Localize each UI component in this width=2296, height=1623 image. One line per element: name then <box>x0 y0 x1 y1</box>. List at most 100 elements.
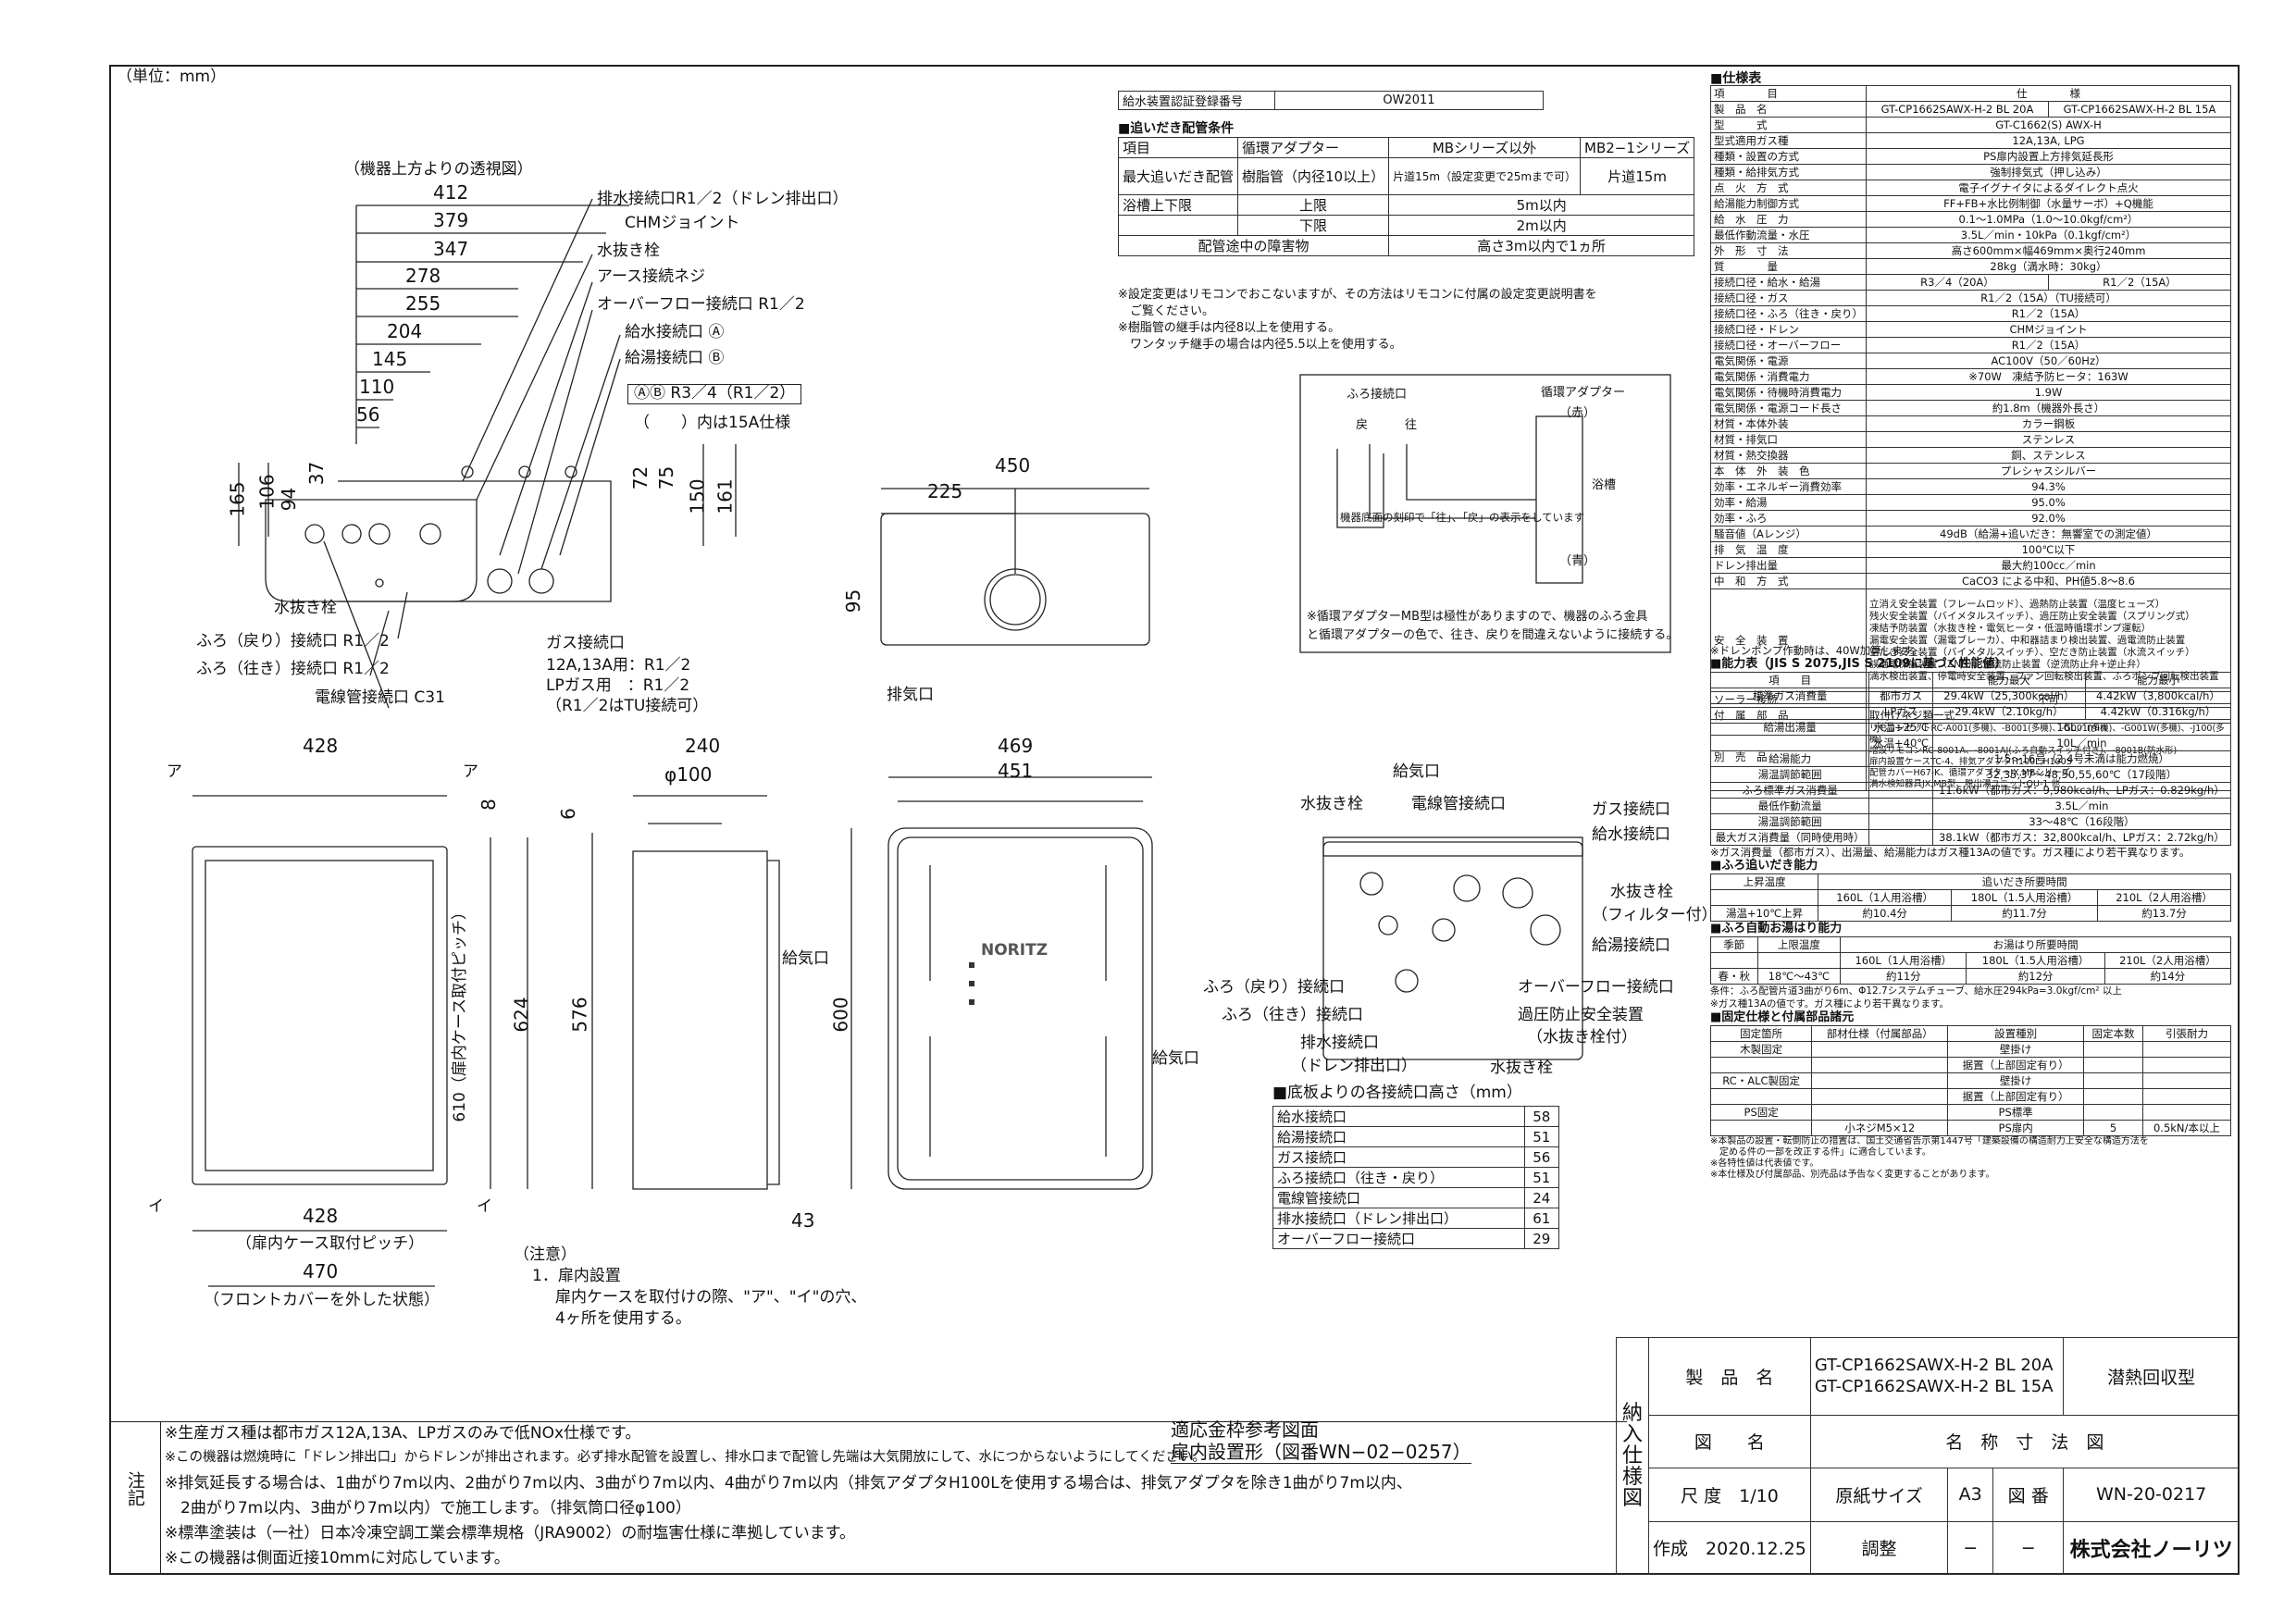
spec-item: 接続口径・ドレン <box>1710 321 1867 338</box>
section-cell: 標準ガス消費量 <box>1709 688 1870 704</box>
side-char: 仕 <box>1621 1443 1643 1468</box>
adapter-circ: 循環アダプター <box>1541 386 1626 400</box>
bv-filter: （フィルター付） <box>1592 906 1718 924</box>
dim-72: 72 <box>629 465 652 490</box>
ref-line: 扉内設置形（図番WN−02−0257） <box>1171 1441 1471 1464</box>
section-cell: 項 目 <box>1709 672 1870 688</box>
adapter-tub: 浴槽 <box>1592 478 1617 492</box>
spec-item: 電気関係・待機時消費電力 <box>1710 384 1867 401</box>
section-cell: 水温+40℃ <box>1868 735 1933 751</box>
side-char: 入 <box>1621 1422 1643 1446</box>
section-cell: 約13.7分 <box>2097 905 2231 922</box>
piping-cell: 2m以内 <box>1388 215 1695 236</box>
section-cell: 4.42kW（3,800kcal/h） <box>2084 688 2232 704</box>
dim-110: 110 <box>359 376 395 398</box>
piping-note: ※設定変更はリモコンでおこないますが、その方法はリモコンに付属の設定変更説明書を <box>1118 288 1597 302</box>
gas-connection-label: ガス接続口 <box>546 634 625 652</box>
section-text: 条件：ふろ配管片道3曲がり6m、Φ12.7システムチューブ、給水圧294kPa=… <box>1710 985 2122 997</box>
hole-i-right: イ <box>477 1197 492 1216</box>
spec-item: 電気関係・消費電力 <box>1710 368 1867 385</box>
section-text: ※本仕様及び付属部品、別売品は予告なく変更することがあります。 <box>1710 1170 1995 1180</box>
section-cell <box>1868 672 1933 688</box>
piping-head: 循環アダプター <box>1237 137 1390 158</box>
gas-line-1: 12A,13A用：R1／2 <box>546 656 691 675</box>
section-cell: 210L（2人用浴槽） <box>2097 889 2231 906</box>
dim-75: 75 <box>655 465 678 490</box>
notes-mid-title: （注意） <box>514 1245 577 1264</box>
heights-value: 61 <box>1523 1208 1560 1229</box>
section-cell: 16L／min <box>1931 719 2232 736</box>
dim-95: 95 <box>842 588 865 613</box>
section-cell <box>2141 1057 2232 1073</box>
dim-145: 145 <box>372 348 408 370</box>
product-names: GT-CP1662SAWX-H-2 BL 20A GT-CP1662SAWX-H… <box>1809 1337 2065 1416</box>
spec-item: 騒音値（Aレンジ） <box>1710 526 1867 542</box>
section-text: 定める件の一部を改正する件」に適合しています。 <box>1710 1147 1931 1158</box>
dim-428-bottom: 428 <box>303 1205 339 1227</box>
made-date: 2020.12.25 <box>1706 1539 1806 1560</box>
table-row: 本 体 外 装 色プレシャスシルバー <box>1710 463 2231 479</box>
dim-225: 225 <box>927 480 963 502</box>
piping-cell: 樹脂管（内径10以上） <box>1237 157 1390 195</box>
spec-item: 電気関係・電源 <box>1710 353 1867 369</box>
hole-i-left: イ <box>148 1197 164 1216</box>
table-row: 電気関係・電源コード長さ約1.8m（機器外長さ） <box>1710 400 2231 416</box>
dim-240: 240 <box>685 735 721 757</box>
piping-head: MBシリーズ以外 <box>1388 137 1582 158</box>
safety-item: 漏電安全装置（漏電ブレーカ）、中和器詰まり検出装置、過電流防止装置 <box>1869 634 2186 646</box>
note-line: ※この機器は側面近接10mmに対応しています。 <box>165 1549 510 1567</box>
spec-value: FF+FB+水比例制御（水量サーボ）+Q機能 <box>1866 195 2231 212</box>
section-cell: 上昇温度 <box>1709 873 1819 890</box>
spec-item: 電気関係・電源コード長さ <box>1710 400 1867 416</box>
bv-gas: ガス接続口 <box>1592 800 1670 819</box>
note-line: ※生産ガス種は都市ガス12A,13A、LPガスのみで低NOx仕様です。 <box>165 1424 641 1443</box>
section-cell: 能力最小 <box>2084 672 2232 688</box>
section-cell <box>1709 1088 1813 1105</box>
section-cell <box>2141 1088 2232 1105</box>
section-cell: 据置（上部固定有り） <box>1947 1088 2085 1105</box>
section-cell: 160L（1人用浴槽） <box>1818 889 1953 906</box>
section-cell: 水温+25℃ <box>1868 719 1933 736</box>
heights-item: 電線管接続口 <box>1272 1187 1525 1208</box>
heights-item: オーバーフロー接続口 <box>1272 1228 1525 1249</box>
dim-6: 6 <box>556 808 579 820</box>
section-cell: PS標準 <box>1947 1104 2085 1121</box>
spec-value: PS扉内設置上方排気延長形 <box>1866 148 2231 165</box>
spec-item: 製 品 名 <box>1710 101 1867 118</box>
spec-item: 項 目 <box>1710 85 1867 102</box>
section-cell: 給湯能力 <box>1709 750 1870 767</box>
section-cell: 約11分 <box>1840 968 1967 985</box>
spec-item: 接続口径・ふろ（往き・戻り） <box>1710 305 1867 322</box>
dim-150: 150 <box>686 478 709 514</box>
dim-450: 450 <box>995 454 1031 477</box>
spec-value: プレシャスシルバー <box>1866 463 2231 479</box>
heights-item: 給水接続口 <box>1272 1106 1525 1127</box>
spec-item: 本 体 外 装 色 <box>1710 463 1867 479</box>
spec-value: R1／2（15A） <box>1866 305 2231 322</box>
table-row: 材質・熱交換器銅、ステンレス <box>1710 447 2231 464</box>
heights-item: 排水接続口（ドレン排出口） <box>1272 1208 1525 1229</box>
section-cell: 180L（1.5人用浴槽） <box>1951 889 2099 906</box>
side-char: 様 <box>1621 1466 1643 1490</box>
drawing-frame <box>109 65 2240 1575</box>
gas-line-2: LPガス用 ：R1／2 <box>546 676 690 695</box>
section-cell <box>1868 798 1933 814</box>
water-supply-connection-label: 給水接続口 Ⓐ <box>625 323 725 341</box>
spec-value: 約1.8m（機器外長さ） <box>1866 400 2231 416</box>
table-row: 据置（上部固定有り） <box>1709 1088 2232 1105</box>
section-cell <box>2083 1088 2143 1105</box>
table-row: ドレン排出量最大約100cc／min <box>1710 557 2231 574</box>
